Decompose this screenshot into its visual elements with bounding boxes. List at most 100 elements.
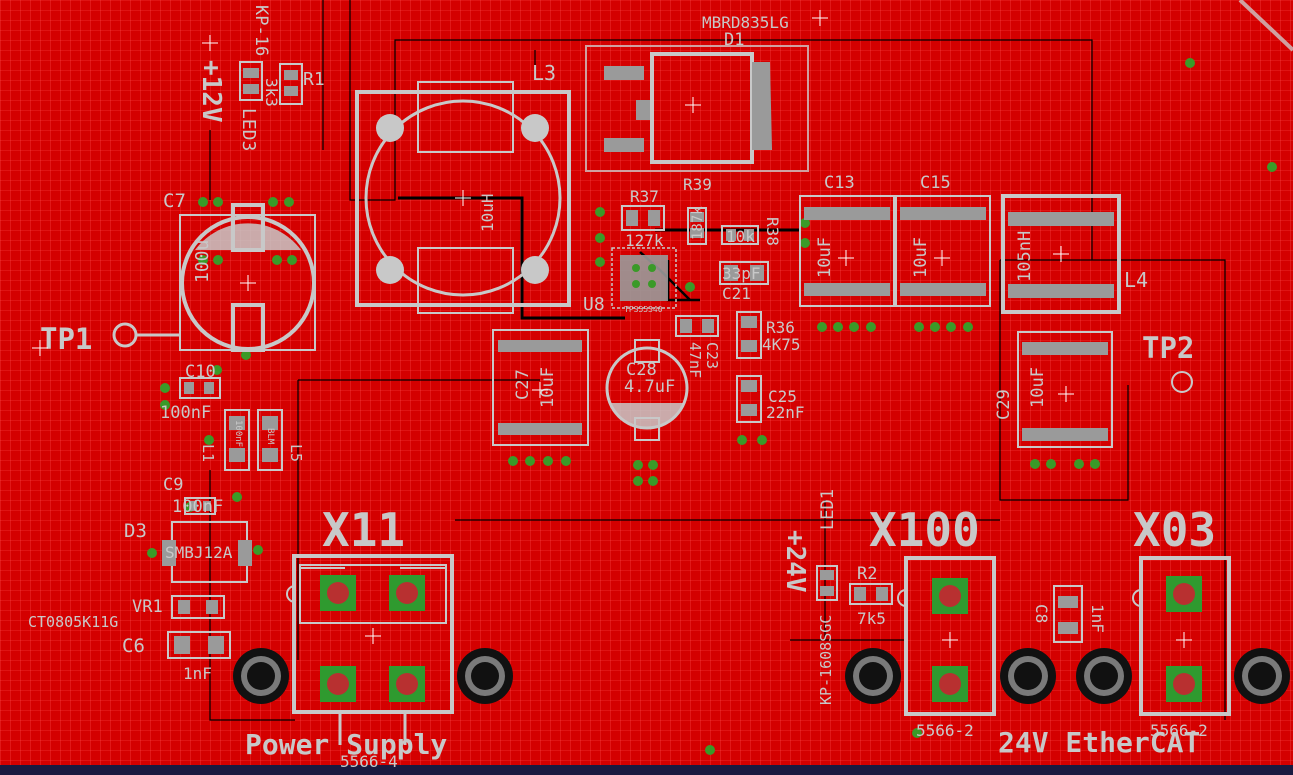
- vr1-ref-label: VR1: [132, 597, 163, 617]
- d3-part-label: SMBJ12A: [165, 543, 233, 562]
- r2-footprint[interactable]: R2 7k5: [849, 564, 893, 628]
- c21-value-label: 33pF: [722, 264, 761, 283]
- d1-part-label: MBRD835LG: [702, 13, 789, 32]
- u8-footprint[interactable]: U8 TPS55340: [583, 247, 677, 315]
- tp2-label: TP2: [1142, 331, 1194, 365]
- c21-footprint[interactable]: 33pF C21: [719, 261, 769, 303]
- plus24v-label: +24V: [780, 530, 810, 593]
- d1-footprint[interactable]: MBRD835LG D1: [585, 13, 809, 172]
- power-supply-label: Power Supply: [245, 728, 447, 761]
- c9-footprint[interactable]: C9 100nF: [163, 475, 223, 517]
- l5-part-label: BLM: [265, 428, 275, 445]
- c29-footprint[interactable]: C29 10uF: [994, 331, 1113, 448]
- c25-footprint[interactable]: C25 22nF: [736, 375, 805, 423]
- r1-value-label: 3k3: [262, 78, 281, 107]
- r1-ref-label: R1: [303, 69, 325, 90]
- c8-footprint[interactable]: C8 1nF: [1032, 585, 1107, 643]
- tp2-testpoint[interactable]: TP2: [1142, 331, 1194, 393]
- origin-markers: [32, 10, 1192, 648]
- u8-ref-label: U8: [583, 294, 605, 315]
- c23-footprint[interactable]: C23 47nF: [675, 315, 721, 378]
- c10-footprint[interactable]: C10 100nF: [160, 362, 221, 423]
- c15-ref-label: C15: [920, 173, 951, 193]
- x11-ref-label: X11: [322, 503, 405, 557]
- c8-ref-label: C8: [1032, 604, 1051, 623]
- vr1-footprint[interactable]: VR1 CT0805K11G: [28, 595, 225, 631]
- vias: [147, 58, 1277, 755]
- r39-footprint[interactable]: R39 187k: [683, 175, 712, 245]
- c21-ref-label: C21: [722, 284, 751, 303]
- board-edge-corner: [1238, 0, 1293, 52]
- l4-footprint[interactable]: L4 105nH: [1001, 194, 1148, 314]
- c6-footprint[interactable]: C6 1nF: [122, 631, 231, 683]
- c28-value-label: 4.7uF: [624, 377, 675, 397]
- x100-ref-label: X100: [869, 503, 980, 557]
- c27-footprint[interactable]: C27 10uF: [492, 329, 589, 446]
- x03-connector[interactable]: X03 5566-2: [1132, 503, 1231, 740]
- l4-value-label: 105nH: [1015, 231, 1035, 282]
- ethercat-24v-label: 24V EtherCAT: [998, 726, 1200, 759]
- r2-ref-label: R2: [857, 564, 877, 584]
- l3-footprint[interactable]: L3 10uH: [355, 61, 571, 314]
- tp1-label: TP1: [40, 322, 92, 356]
- c29-ref-label: C29: [994, 389, 1014, 420]
- l3-value-label: 10uH: [478, 193, 497, 232]
- c27-ref-label: C27: [513, 369, 533, 400]
- c28-ref-label: C28: [626, 360, 657, 380]
- c13-footprint[interactable]: C13 10uF: [799, 173, 895, 307]
- c23-ref-label: C23: [703, 342, 721, 369]
- c27-value-label: 10uF: [538, 367, 558, 408]
- c9-value-label: 100nF: [172, 497, 223, 517]
- c7-ref-label: C7: [163, 190, 186, 212]
- r36-footprint[interactable]: R36 4K75: [736, 311, 801, 359]
- c7-value-label: 100u: [192, 240, 213, 283]
- d3-footprint[interactable]: D3 SMBJ12A: [124, 520, 252, 583]
- r37-value-label: 127k: [625, 231, 664, 250]
- x03-ref-label: X03: [1133, 503, 1216, 557]
- c10-value-label: 100nF: [160, 403, 211, 423]
- d1-ref-label: D1: [724, 30, 744, 50]
- r39-value-label: 187k: [690, 206, 706, 240]
- r38-value-label: 10k: [726, 227, 755, 246]
- x100-connector[interactable]: X100 5566-2: [869, 503, 996, 740]
- r38-ref-label: R38: [763, 217, 782, 246]
- x100-part-label: 5566-2: [916, 721, 974, 740]
- tp1-testpoint[interactable]: TP1: [40, 322, 180, 356]
- c23-value-label: 47nF: [686, 342, 704, 378]
- r36-value-label: 4K75: [762, 335, 801, 354]
- c29-value-label: 10uF: [1028, 367, 1048, 408]
- plus12v-label: +12V: [196, 60, 226, 123]
- r37-ref-label: R37: [630, 187, 659, 206]
- l5-footprint[interactable]: L5 BLM: [257, 409, 305, 471]
- c15-value-label: 10uF: [911, 237, 931, 278]
- r1-footprint[interactable]: R1 3k3: [262, 63, 325, 107]
- c6-value-label: 1nF: [183, 664, 212, 683]
- d3-ref-label: D3: [124, 520, 147, 542]
- led3-part-label: KP-16: [251, 5, 271, 56]
- c13-ref-label: C13: [824, 173, 855, 193]
- led3-footprint[interactable]: KP-16 LED3: [238, 5, 271, 151]
- board-edge: [0, 765, 1293, 775]
- mounting-holes: [233, 648, 1290, 704]
- vr1-part-label: CT0805K11G: [28, 613, 118, 631]
- l1-ref-label: L1: [199, 444, 217, 462]
- c6-ref-label: C6: [122, 635, 145, 657]
- led1-ref-label: LED1: [818, 489, 838, 530]
- l3-ref-label: L3: [532, 61, 556, 85]
- c7-footprint[interactable]: C7 100u: [163, 190, 316, 352]
- x11-connector[interactable]: X11 5566-4: [286, 503, 454, 771]
- led1-footprint[interactable]: LED1 KP-1608SGC: [816, 489, 838, 705]
- c15-footprint[interactable]: C15 10uF: [895, 173, 991, 307]
- r37-footprint[interactable]: R37 127k: [621, 187, 665, 250]
- c28-footprint[interactable]: C28 4.7uF: [605, 339, 689, 441]
- x11-part-label: 5566-4: [340, 752, 398, 771]
- l1-part-label: 100nF: [233, 420, 243, 447]
- r38-footprint[interactable]: 10k R38: [721, 217, 782, 246]
- led3-ref-label: LED3: [238, 108, 259, 151]
- c8-value-label: 1nF: [1088, 604, 1107, 633]
- l5-ref-label: L5: [287, 444, 305, 462]
- l1-footprint[interactable]: L1 100nF: [199, 409, 250, 471]
- r39-ref-label: R39: [683, 175, 712, 194]
